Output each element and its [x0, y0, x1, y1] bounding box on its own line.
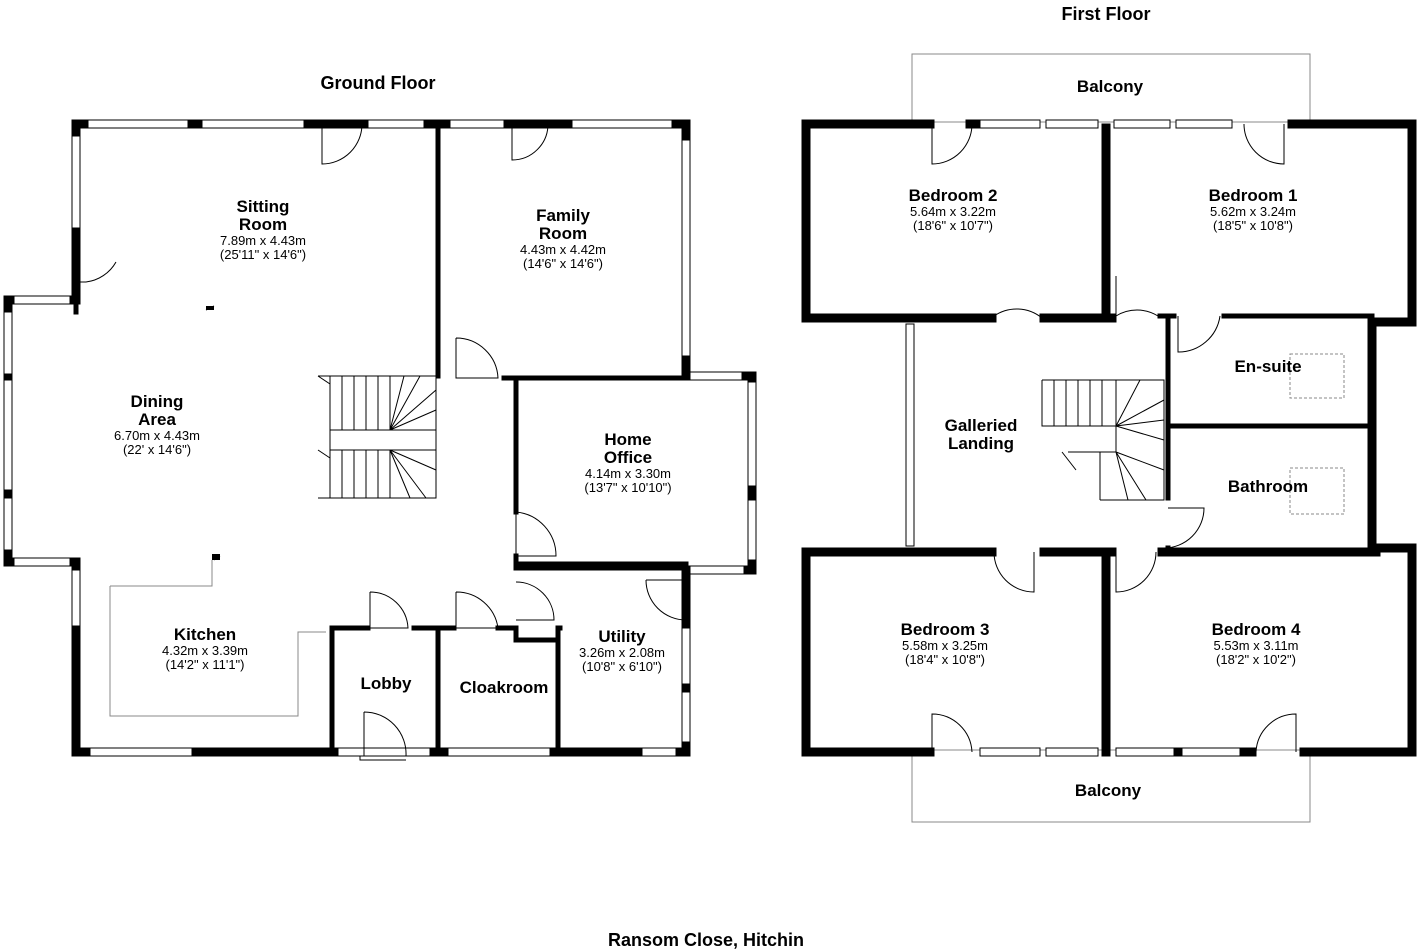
room-label-en-suite: En-suite — [1234, 357, 1302, 376]
first-floor-plan — [801, 53, 1417, 823]
room-label-lobby: Lobby — [360, 674, 412, 693]
room-label-balcony-top: Balcony — [1076, 77, 1144, 96]
room-label-cloakroom: Cloakroom — [459, 678, 549, 697]
room-label-family-room: Family Room 4.43m x 4.42m (14'6" x 14'6"… — [520, 206, 606, 271]
ground-floor-windows — [3, 119, 757, 757]
first-doors — [931, 123, 1297, 753]
first-floor-title: First Floor — [1061, 4, 1151, 24]
room-label-dining-area: Dining Area 6.70m x 4.43m (22' x 14'6") — [114, 392, 200, 457]
ground-stairs — [317, 375, 437, 499]
room-label-utility: Utility 3.26m x 2.08m (10'8" x 6'10") — [579, 627, 665, 674]
ground-doors — [75, 123, 687, 761]
room-label-kitchen: Kitchen 4.32m x 3.39m (14'2" x 11'1") — [162, 625, 248, 672]
room-label-galleried-landing: Galleried Landing — [944, 416, 1018, 453]
first-stairs — [1041, 379, 1165, 501]
property-caption: Ransom Close, Hitchin — [607, 930, 805, 950]
room-label-sitting-room: Sitting Room 7.89m x 4.43m (25'11" x 14'… — [219, 197, 307, 262]
room-label-bedroom-4: Bedroom 4 5.53m x 3.11m (18'2" x 10'2") — [1211, 620, 1301, 667]
room-label-bedroom-1: Bedroom 1 5.62m x 3.24m (18'5" x 10'8") — [1208, 186, 1298, 233]
room-label-bedroom-2: Bedroom 2 5.64m x 3.22m (18'6" x 10'7") — [908, 186, 998, 233]
room-label-home-office: Home Office 4.14m x 3.30m (13'7" x 10'10… — [584, 430, 672, 495]
room-label-balcony-bottom: Balcony — [1074, 781, 1142, 800]
room-label-bathroom: Bathroom — [1227, 477, 1309, 496]
room-label-bedroom-3: Bedroom 3 5.58m x 3.25m (18'4" x 10'8") — [900, 620, 990, 667]
ground-floor-plan — [3, 119, 757, 761]
ground-floor-title: Ground Floor — [320, 73, 436, 93]
